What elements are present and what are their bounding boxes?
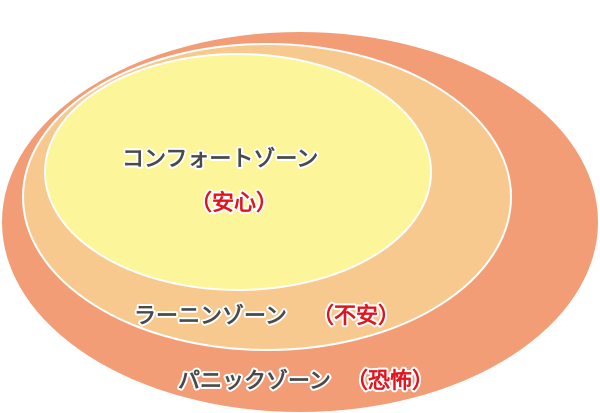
comfort-zone-emotion: （安心）	[190, 190, 278, 216]
learning-zone-emotion: （不安）	[312, 303, 400, 329]
comfort-zone-label: コンフォートゾーン	[122, 146, 318, 172]
panic-zone-label: パニックゾーン	[178, 368, 331, 394]
comfort-zone-ellipse	[44, 53, 432, 291]
learning-zone-label: ラーニンゾーン	[134, 303, 287, 329]
panic-zone-emotion: （恐怖）	[346, 368, 434, 394]
